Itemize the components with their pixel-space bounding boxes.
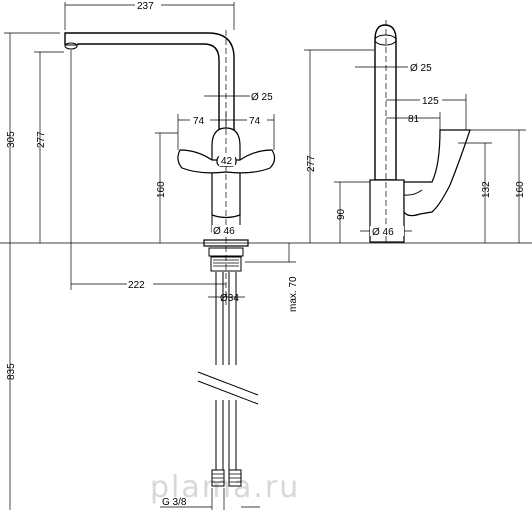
dim-305: 305: [6, 131, 17, 148]
dim-42: 42: [221, 156, 233, 167]
side-lever: [403, 129, 471, 217]
hoses-lower: [215, 400, 237, 470]
side-dimensions: Ø 25 125 81 277 132 160 90 Ø 46: [304, 49, 526, 243]
body: [211, 127, 241, 219]
dim-835: 835: [6, 363, 17, 380]
dim-277-side: 277: [306, 155, 317, 172]
dim-thread: G 3/8: [162, 497, 187, 508]
fitting-threads: [212, 473, 241, 483]
dim-160-side: 160: [515, 181, 526, 198]
dim-222: 222: [128, 280, 145, 291]
aerator: [64, 42, 78, 50]
dim-diam-46-front: Ø 46: [213, 226, 235, 237]
dim-277-left: 277: [36, 131, 47, 148]
dim-125: 125: [422, 96, 439, 107]
dim-160-front: 160: [156, 181, 167, 198]
hoses-upper: [215, 272, 237, 365]
dim-74-right: 74: [249, 116, 261, 127]
side-view: [369, 20, 471, 245]
side-lever-joint: [403, 189, 423, 196]
dim-132: 132: [481, 181, 492, 198]
dim-diam-34: Ø34: [220, 293, 239, 304]
side-spout-top: [374, 34, 397, 46]
dim-diam-25-side: Ø 25: [410, 63, 432, 74]
front-dimensions: 237 305 277 Ø 25 74 74 42 160 Ø 46: [4, 0, 299, 510]
dim-90: 90: [336, 208, 347, 220]
dim-max-70: max. 70: [288, 276, 299, 312]
dim-81: 81: [408, 114, 420, 125]
dim-diam-25-front: Ø 25: [251, 92, 273, 103]
dim-74-left: 74: [193, 116, 205, 127]
dim-diam-46-side: Ø 46: [372, 227, 394, 238]
break-marks: [197, 371, 259, 405]
spout-inner: [77, 43, 220, 150]
dim-237: 237: [137, 1, 154, 12]
spout-outer: [64, 32, 235, 150]
side-spout: [374, 24, 397, 181]
